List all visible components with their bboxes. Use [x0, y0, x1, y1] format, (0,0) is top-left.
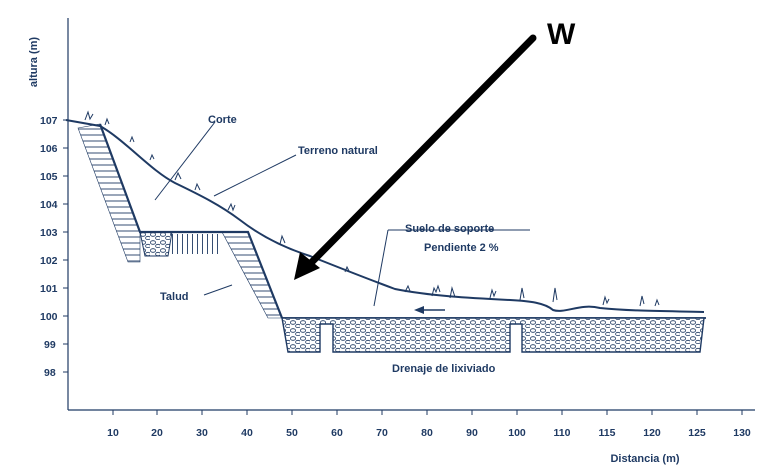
- x-tick-label: 30: [196, 427, 208, 439]
- y-tick-label: 107: [40, 115, 58, 127]
- x-tick-label: 110: [554, 427, 571, 439]
- x-axis-title: Distancia (m): [610, 453, 679, 465]
- y-tick-label: 104: [40, 199, 58, 211]
- leader-lines: [154, 121, 530, 307]
- cut-slope-hatch: [77, 123, 141, 263]
- y-tick-label: 103: [40, 227, 58, 239]
- label-talud: Talud: [160, 291, 189, 303]
- x-tick-label: 60: [331, 427, 343, 439]
- y-tick-label: 100: [40, 311, 58, 323]
- x-tick-label: 125: [688, 427, 706, 439]
- x-tick-label: 10: [107, 427, 119, 439]
- label-corte: Corte: [208, 114, 237, 126]
- leachate-drainage-layer: [281, 317, 705, 353]
- x-ticks: 10 20 30 40 50 60 70 80 90 100 110 115 1…: [107, 410, 751, 439]
- label-suelo-de-soporte: Suelo de soporte: [405, 223, 494, 235]
- y-axis-title: altura (m): [28, 37, 40, 87]
- y-tick-label: 105: [40, 171, 58, 183]
- x-tick-label: 20: [151, 427, 163, 439]
- x-tick-label: 100: [508, 427, 526, 439]
- natural-terrain-line: [65, 119, 705, 313]
- x-tick-label: 90: [466, 427, 478, 439]
- label-drenaje: Drenaje de lixiviado: [392, 363, 496, 375]
- label-pendiente: Pendiente 2 %: [424, 242, 499, 254]
- bench-drain: [139, 231, 173, 257]
- y-tick-label: 106: [40, 143, 58, 155]
- x-tick-label: 120: [643, 427, 661, 439]
- y-tick-label: 98: [44, 367, 56, 379]
- label-terreno-natural: Terreno natural: [298, 145, 378, 157]
- bench-hatch: [172, 234, 222, 254]
- label-w: W: [547, 18, 576, 51]
- x-tick-label: 50: [286, 427, 298, 439]
- load-arrow: [294, 34, 537, 280]
- x-tick-label: 70: [376, 427, 388, 439]
- slope-direction-arrow: [414, 306, 445, 314]
- y-tick-label: 99: [44, 339, 56, 351]
- x-tick-label: 80: [421, 427, 433, 439]
- excavation-outline: [98, 123, 284, 319]
- x-tick-label: 115: [599, 427, 616, 439]
- x-tick-label: 40: [241, 427, 253, 439]
- y-ticks: 107 106 105 104 103 102 101 100 99 98: [40, 115, 68, 379]
- y-tick-label: 102: [40, 255, 58, 267]
- y-tick-label: 101: [40, 283, 58, 295]
- vegetation-tufts: [84, 110, 660, 307]
- x-tick-label: 130: [733, 427, 751, 439]
